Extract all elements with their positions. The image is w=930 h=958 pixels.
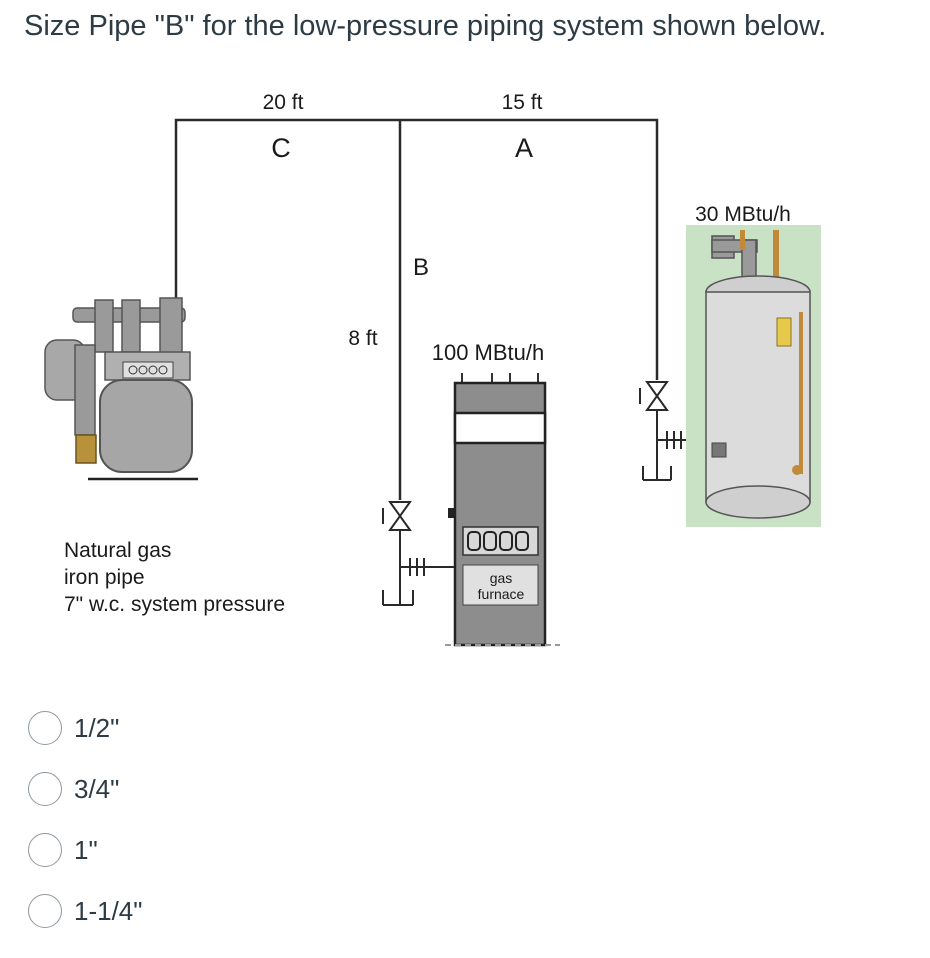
- system-note-material: iron pipe: [64, 566, 145, 589]
- furnace-label-line-1: gas: [490, 570, 513, 586]
- system-note-pressure: 7" w.c. system pressure: [64, 593, 286, 616]
- answer-option-3[interactable]: 1": [28, 830, 143, 870]
- water-heater-load: 30 MBtu/h: [695, 203, 791, 226]
- answer-label: 1/2": [74, 712, 120, 743]
- gas-meter-icon: [44, 297, 198, 481]
- answer-option-4[interactable]: 1-1/4": [28, 891, 143, 931]
- segment-b-label: B: [413, 254, 429, 281]
- question-text: Size Pipe "B" for the low-pressure pipin…: [24, 10, 827, 42]
- answer-option-2[interactable]: 3/4": [28, 769, 143, 809]
- answer-options: 1/2" 3/4" 1" 1-1/4": [28, 708, 143, 952]
- radio-button[interactable]: [28, 711, 62, 745]
- water-heater-icon: [686, 225, 821, 527]
- answer-label: 1-1/4": [74, 895, 143, 926]
- radio-button[interactable]: [28, 833, 62, 867]
- system-notes: Natural gas iron pipe 7" w.c. system pre…: [64, 537, 285, 618]
- answer-label: 1": [74, 834, 98, 865]
- radio-button[interactable]: [28, 772, 62, 806]
- segment-c-length: 20 ft: [263, 91, 304, 114]
- segment-a-length: 15 ft: [502, 91, 543, 114]
- furnace-load: 100 MBtu/h: [432, 340, 545, 365]
- system-note-fuel: Natural gas: [64, 539, 172, 562]
- piping-diagram: 20 ft C 15 ft A B 8 ft 100 MBtu/h 30 MBt…: [44, 91, 821, 647]
- gas-furnace-icon: [445, 373, 560, 647]
- answer-label: 3/4": [74, 773, 120, 804]
- pipe-lines: [174, 118, 659, 500]
- furnace-shutoff-valve-icon: [382, 501, 455, 606]
- radio-button[interactable]: [28, 894, 62, 928]
- segment-b-length: 8 ft: [348, 327, 377, 350]
- furnace-label-line-2: furnace: [478, 586, 525, 602]
- segment-c-label: C: [271, 133, 291, 163]
- segment-a-label: A: [515, 133, 533, 163]
- answer-option-1[interactable]: 1/2": [28, 708, 143, 748]
